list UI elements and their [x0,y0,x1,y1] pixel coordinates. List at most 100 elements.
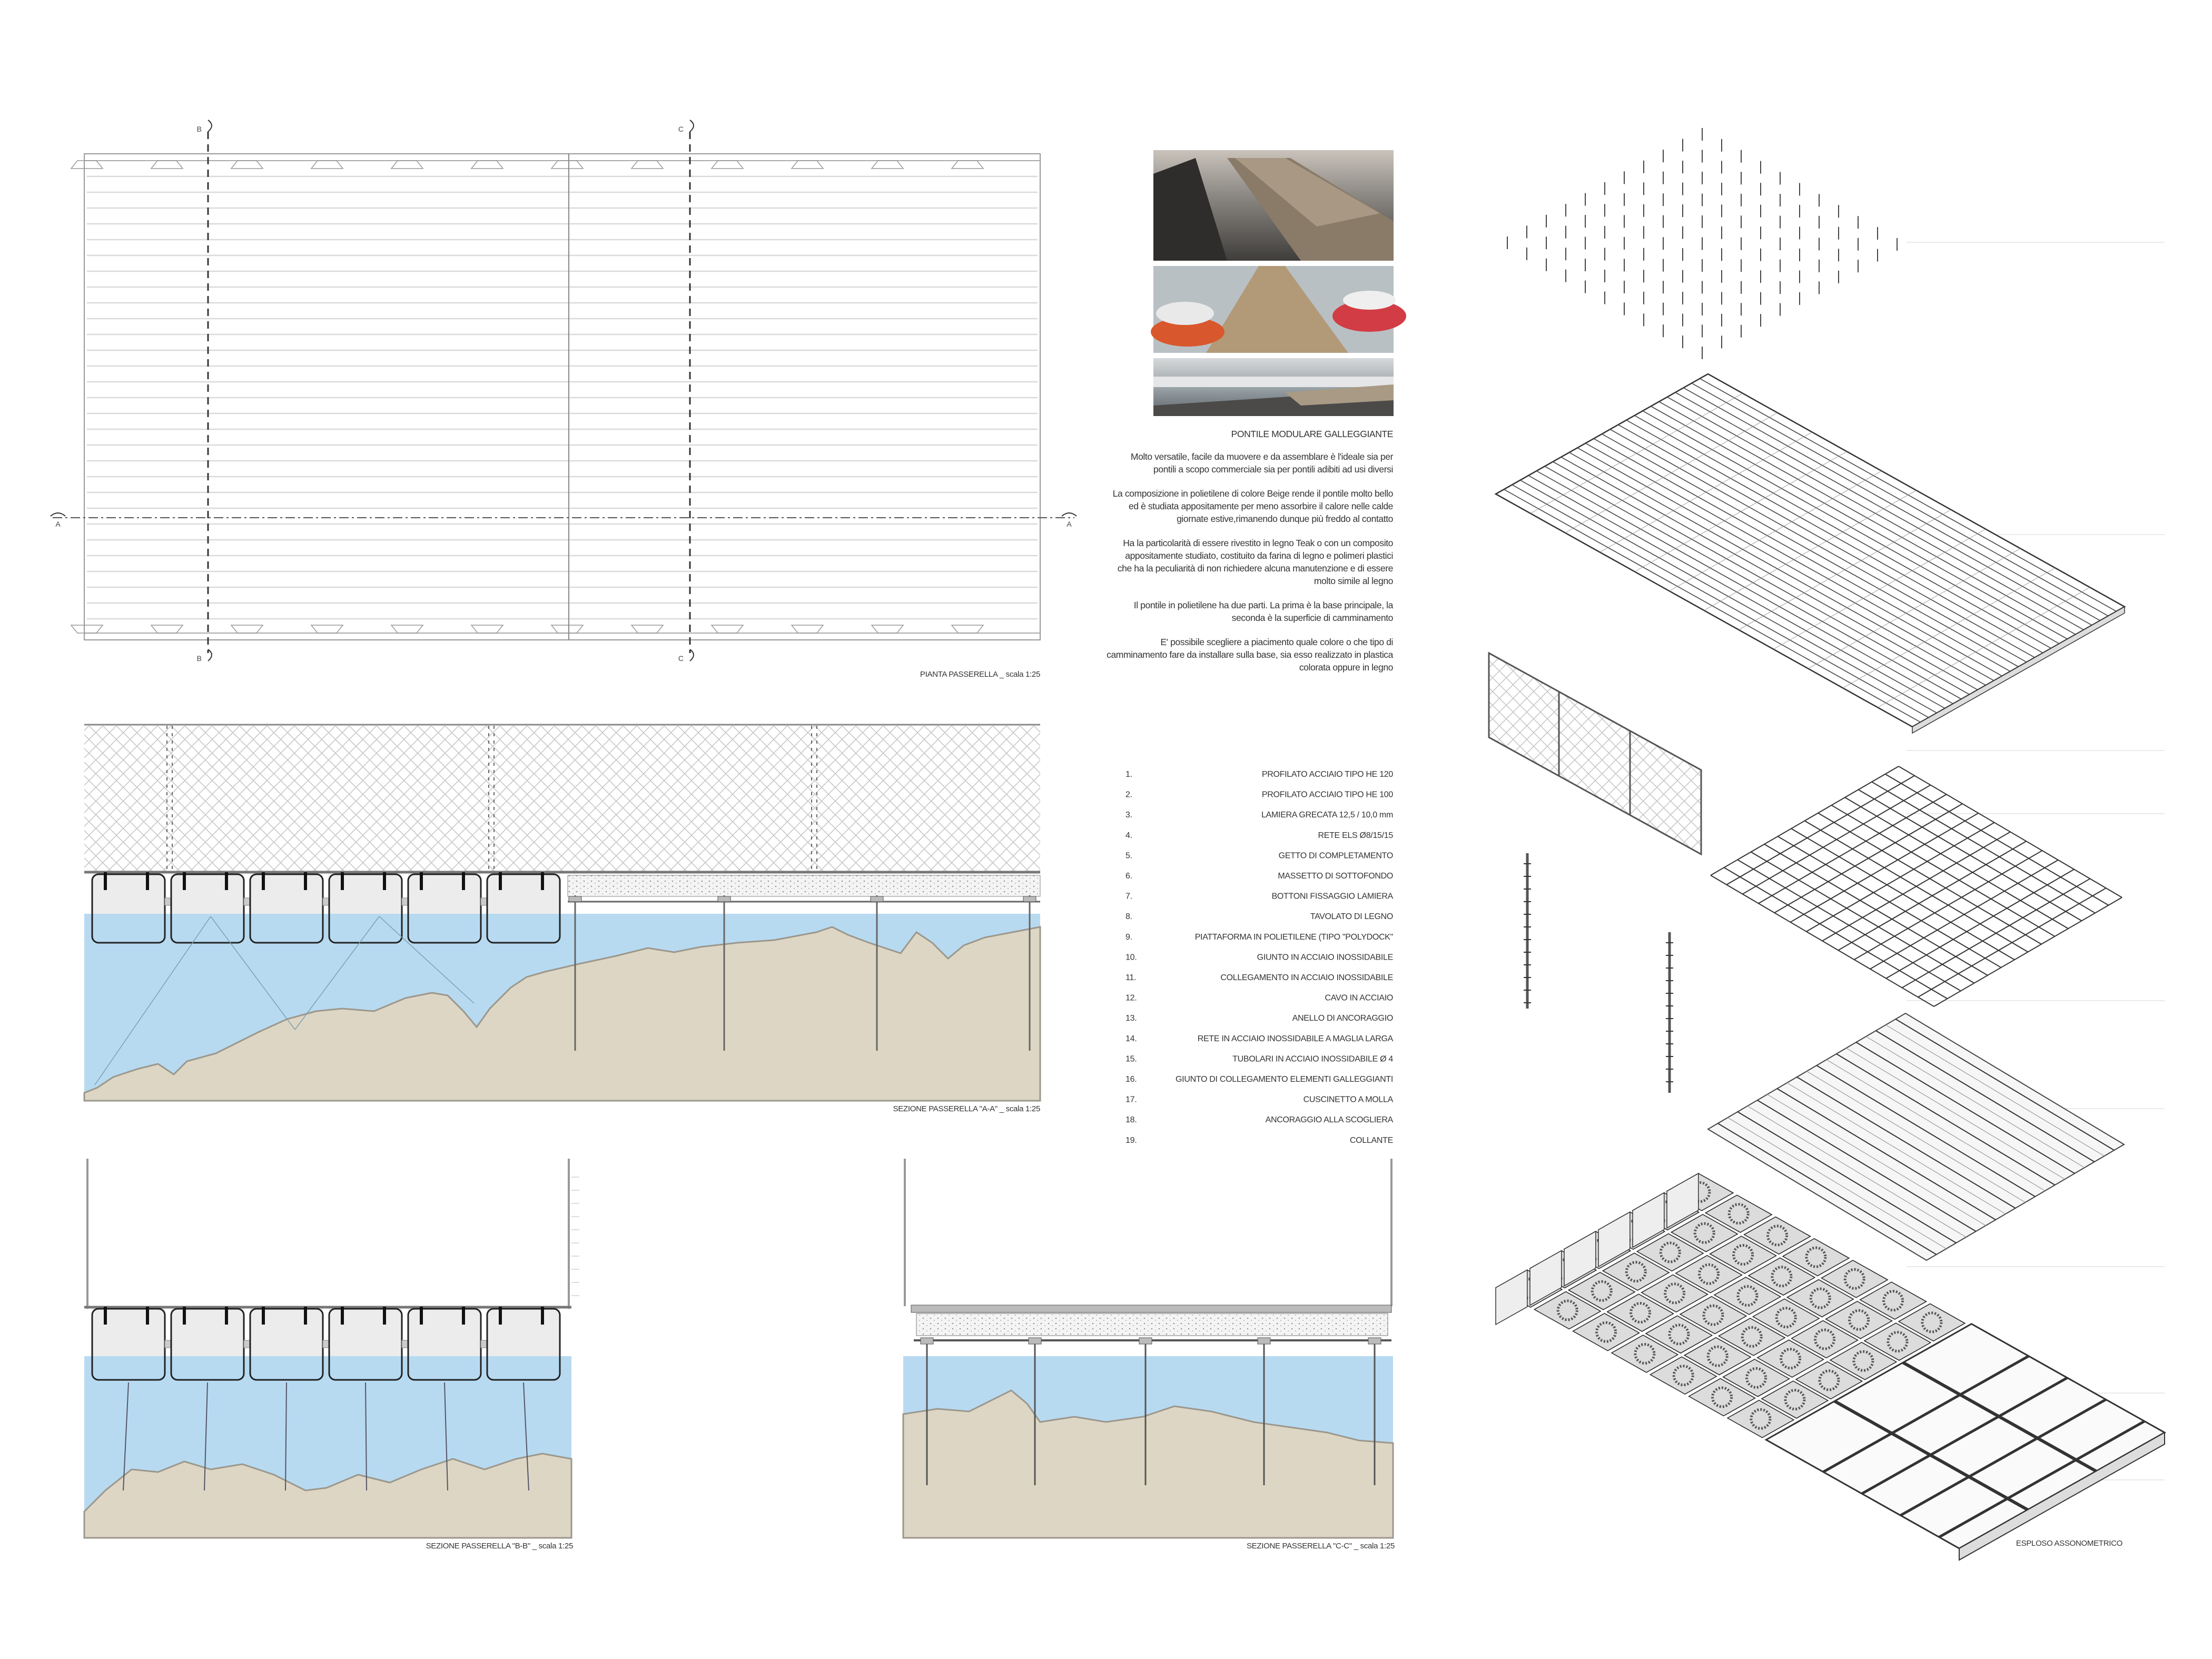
float-grip-pattern [1630,1302,1652,1324]
section-arrow-icon [50,512,66,517]
float-module-top [1709,1236,1777,1274]
legend-number: 15. [1125,1054,1137,1063]
float-module-side [1632,1192,1665,1248]
legend-item: 17.CUSCINETTO A MOLLA [1125,1095,1394,1104]
description-line: Molto versatile, facile da muovere e da … [1131,451,1394,462]
legend-label: TAVOLATO DI LEGNO [1310,912,1393,921]
sheet-rib [1786,1082,2006,1214]
legend-label: PIATTAFORMA IN POLIETILENE (TIPO "POLYDO… [1195,933,1393,942]
legend-number: 12. [1125,994,1137,1003]
legend-item: 6.MASSETTO DI SOTTOFONDO [1125,872,1393,881]
anchor-cable [285,1382,287,1491]
polyethylene-float [249,873,324,944]
float-dry-part [250,874,323,914]
legend-label: BOTTONI FISSAGGIO LAMIERA [1272,892,1394,901]
pile-head [1368,1337,1381,1345]
plan-cleat-icon [70,160,104,169]
float-grip-pattern [1591,1280,1613,1302]
plan-cleat-icon [390,625,424,634]
frame-beam [1938,1420,2146,1538]
legend-item: 3.LAMIERA GRECATA 12,5 / 10,0 mm [1125,811,1393,819]
float-joint [164,897,172,906]
mesh-railing-panel [1488,651,1702,856]
plan-cleat-icon [150,625,184,634]
seabed [902,1389,1394,1539]
float-module-top [1567,1271,1636,1310]
float-module-top [1898,1303,1966,1342]
legend-label: COLLEGAMENTO IN ACCIAIO INOSSIDABILE [1220,973,1393,982]
pile-head [717,896,731,902]
anchor-cable [123,1382,129,1491]
sheet-rib [1816,1065,2036,1197]
deck-board [911,1305,1392,1313]
mesh-bar [1901,878,2090,989]
section-arrow-icon [689,649,694,661]
anchor-cable [210,916,295,1030]
float-grip-pattern [1921,1311,1943,1334]
mesh-bar [1831,805,2056,937]
float-module-top [1636,1233,1704,1272]
description-line: che ha la peculiarità di non richiedere … [1118,563,1393,574]
mesh-bar [1854,850,2043,960]
float-module-side [1564,1230,1596,1287]
frame-edge [1959,1431,2165,1561]
legend-number: 11. [1125,973,1136,982]
plan-cleat-icon [710,160,744,169]
legend-label: COLLANTE [1350,1136,1393,1145]
float-grip-pattern [1882,1290,1904,1312]
section-mark-label: B [197,654,202,663]
float-module-top [1717,1318,1786,1356]
float-grip-pattern [1625,1261,1647,1283]
float-joint [480,1340,488,1348]
sheet-rib [1796,1077,2016,1209]
plank-joint [1704,490,1917,611]
section-mark-label: C [678,654,684,663]
plan-cleat-icon [550,160,584,169]
description-line: pontili a scopo commerciale sia per pont… [1153,464,1393,475]
legend-item: 7.BOTTONI FISSAGGIO LAMIERA [1125,892,1394,901]
pile-head [568,896,582,902]
section-mark-label: B [197,125,202,133]
float-joint [164,1340,172,1348]
axonometric-caption: ESPLOSO ASSONOMETRICO [2016,1539,2122,1548]
legend-item: 13.ANELLO DI ANCORAGGIO [1125,1014,1393,1023]
float-grip-pattern [1843,1268,1865,1290]
exploded-axonometric [1488,128,2167,1561]
polyethylene-float [91,873,166,944]
plank-joint [1599,432,1812,552]
pile-head [1028,1337,1042,1345]
section-aa-caption: SEZIONE PASSERELLA "A-A" _ scala 1:25 [893,1104,1040,1113]
polyethylene-float [170,873,245,944]
legend-number: 4. [1125,831,1132,840]
legend-label: ANELLO DI ANCORAGGIO [1292,1014,1393,1023]
float-module-side [1529,1250,1562,1306]
float-grip-pattern [1659,1241,1681,1263]
float-grip-pattern [1595,1321,1617,1343]
plan-cleat-icon [951,625,984,634]
section-bb-caption: SEZIONE PASSERELLA "B-B" _ scala 1:25 [426,1542,573,1551]
deck-edge [1912,606,2125,734]
float-module-top [1761,1380,1829,1419]
plank-joint [1669,470,1882,591]
float-dry-part [408,874,481,914]
float-grip-pattern [1818,1369,1840,1391]
frame-beam [1861,1376,2068,1495]
description-line: camminamento fare da installare sulla ba… [1107,649,1394,660]
float-module-top [1743,1216,1811,1255]
plank-joint [1877,587,2090,708]
float-grip-pattern [1852,1350,1874,1372]
anchor-cable [204,1382,208,1491]
pile-head [1257,1337,1271,1345]
float-module-top [1713,1277,1782,1315]
float-grip-pattern [1727,1203,1750,1225]
polyethylene-float [486,873,561,944]
float-joint [243,1340,251,1348]
sheet-rib [1717,1123,1937,1255]
pile-head [1023,896,1036,902]
mesh-bar [1858,789,2082,922]
legend-label: RETE ELS Ø8/15/15 [1318,831,1393,840]
description-line: molto simile al legno [1314,576,1393,586]
legend-label: GIUNTO IN ACCIAIO INOSSIDABILE [1257,953,1393,962]
section-cc-caption: SEZIONE PASSERELLA "C-C" _ scala 1:25 [1247,1542,1395,1551]
float-grip-pattern [1711,1386,1733,1408]
